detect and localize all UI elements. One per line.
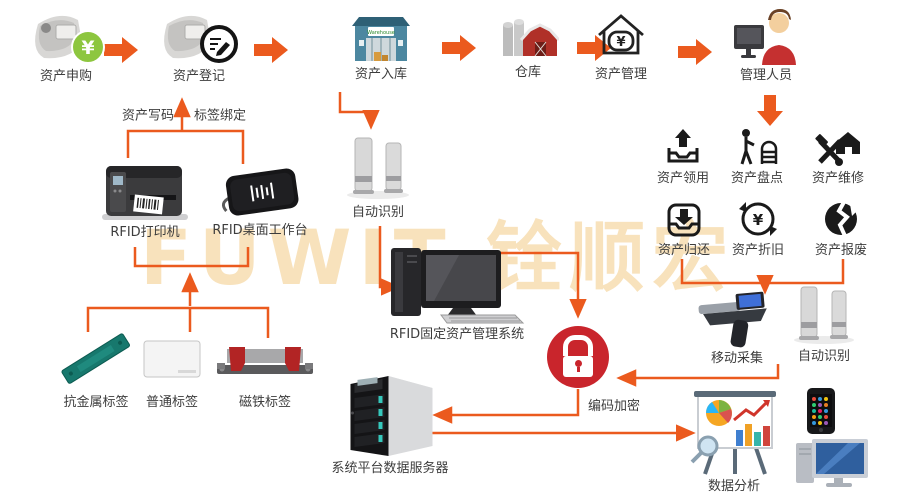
- edge-label-write-code: 资产写码: [121, 108, 175, 124]
- node-label: 资产申购: [39, 69, 92, 84]
- node-mobile-collector: 移动采集: [695, 290, 779, 366]
- node-normal-tag: 普通标签: [142, 326, 202, 410]
- node-gate-right: 自动识别: [792, 284, 856, 364]
- node-label: 抗金属标签: [63, 395, 129, 410]
- node-label: RFID打印机: [110, 225, 180, 240]
- node-label: 普通标签: [145, 395, 198, 410]
- edge-label-encryption: 编码加密: [588, 399, 641, 414]
- normal-tag-icon: [143, 340, 201, 378]
- security-gate-icon: [347, 137, 409, 199]
- node-asset-register: 资产登记: [155, 8, 243, 84]
- yen-badge-icon: ¥: [71, 30, 105, 64]
- barn-icon: [503, 19, 559, 57]
- node-label: 资产报废: [814, 243, 868, 258]
- magnifier-icon: [690, 435, 719, 464]
- svg-text:¥: ¥: [81, 37, 94, 59]
- magnet-tag-icon: [217, 347, 313, 374]
- node-label: 系统平台数据服务器: [331, 461, 449, 476]
- house-yen-icon: ¥: [598, 14, 644, 55]
- node-encryption-lock: [547, 326, 609, 388]
- label-printer-icon: ¥: [35, 15, 105, 64]
- inventory-icon: [740, 129, 778, 165]
- rfid-printer-icon: [102, 166, 188, 220]
- checkout-tray-icon: [667, 129, 699, 163]
- node-asset-management: ¥ 资产管理: [592, 8, 650, 82]
- node-label: 资产登记: [172, 69, 225, 84]
- handheld-reader-icon: [698, 291, 767, 348]
- node-label: 资产领用: [656, 171, 710, 186]
- repair-tools-icon: [815, 132, 860, 166]
- block-arrows: [104, 35, 783, 126]
- node-label: 自动识别: [797, 349, 850, 364]
- node-managers: 管理人员: [734, 5, 798, 83]
- node-asset-repair: 资产维修: [812, 126, 864, 186]
- anti-metal-tag-icon: [61, 333, 130, 384]
- node-label: 资产维修: [811, 171, 865, 186]
- node-label: 资产管理: [594, 67, 647, 82]
- node-label: 磁铁标签: [238, 395, 291, 410]
- return-tray-icon: [667, 203, 701, 237]
- node-label: 资产入库: [354, 67, 407, 82]
- scrap-broken-icon: [824, 201, 857, 237]
- label-printer-icon: [164, 15, 238, 63]
- node-asset-depreciation: ¥ 资产折旧: [732, 198, 784, 258]
- manager-icon: [734, 9, 796, 65]
- depreciation-yen-icon: ¥: [738, 202, 777, 236]
- desktop-pc-icon: [391, 248, 525, 324]
- node-magnet-tag: 磁铁标签: [215, 326, 315, 410]
- node-gate-middle: 自动识别: [345, 134, 411, 220]
- node-data-analysis: 数据分析: [684, 388, 784, 494]
- warehouse-sign-text: Warehouse: [367, 30, 395, 36]
- node-warehouse: 仓库: [497, 14, 559, 80]
- smartphone-icon: [806, 387, 836, 439]
- node-management-system: RFID固定资产管理系统: [387, 244, 527, 342]
- desktop-computer-icon: [794, 437, 870, 491]
- node-label: 管理人员: [739, 68, 792, 83]
- node-rfid-workstation: RFID桌面工作台: [212, 166, 308, 238]
- edge-label-tag-binding: 标签绑定: [193, 108, 247, 124]
- node-label: RFID桌面工作台: [212, 223, 308, 238]
- rfid-workstation-icon: [221, 168, 299, 216]
- node-label: 仓库: [514, 65, 541, 80]
- server-icon: [349, 376, 432, 456]
- node-asset-inbound: Warehouse 资产入库: [352, 14, 410, 82]
- node-asset-inventory: 资产盘点: [731, 126, 783, 186]
- svg-text:¥: ¥: [753, 211, 764, 229]
- node-label: 资产盘点: [730, 171, 784, 186]
- node-label: 数据分析: [707, 479, 760, 494]
- node-asset-scrap: 资产报废: [815, 198, 867, 258]
- analysis-board-icon: [690, 391, 776, 475]
- node-label: 移动采集: [710, 351, 763, 366]
- node-label: 资产折旧: [731, 243, 785, 258]
- node-asset-purchase: ¥ 资产申购: [24, 8, 108, 84]
- node-label: 资产归还: [657, 243, 711, 258]
- security-gate-icon: [794, 286, 854, 344]
- lock-icon: [547, 326, 609, 388]
- register-badge-icon: [200, 25, 238, 63]
- node-label: 自动识别: [351, 205, 404, 220]
- node-rfid-printer: RFID打印机: [100, 158, 190, 240]
- node-anti-metal-tag: 抗金属标签: [54, 326, 138, 410]
- node-data-server: 系统平台数据服务器: [331, 368, 449, 476]
- node-label: RFID固定资产管理系统: [389, 327, 525, 342]
- node-asset-return: 资产归还: [658, 198, 710, 258]
- node-asset-checkout: 资产领用: [657, 126, 709, 186]
- warehouse-icon: Warehouse: [352, 17, 410, 61]
- svg-text:¥: ¥: [616, 35, 625, 50]
